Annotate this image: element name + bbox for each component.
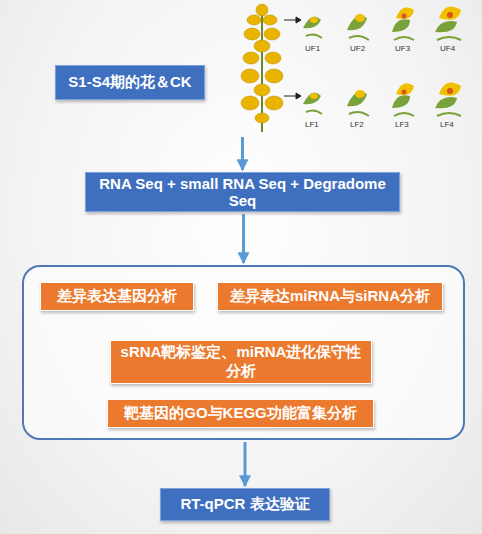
node-text: sRNA靶标鉴定、miRNA进化保守性分析: [111, 341, 371, 383]
pointer-arrows: [284, 17, 301, 99]
process-box: 差异表达基因分析: [40, 282, 194, 311]
stage-label: LF4: [440, 120, 454, 129]
validation-box: RT-qPCR 表达验证: [160, 488, 330, 521]
node-text: S1-S4期的花＆CK: [64, 71, 195, 94]
node-text: 差异表达miRNA与siRNA分析: [226, 285, 434, 308]
flower-stages: [303, 6, 461, 116]
node-text: 靶基因的GO与KEGG功能富集分析: [120, 402, 361, 425]
sample-box: S1-S4期的花＆CK: [55, 65, 205, 100]
stage-label: UF1: [305, 44, 320, 53]
flow-arrow: [241, 137, 244, 170]
process-box: sRNA靶标鉴定、miRNA进化保守性分析: [110, 340, 372, 384]
stage-label: UF4: [440, 44, 455, 53]
process-box: 差异表达miRNA与siRNA分析: [217, 282, 443, 311]
node-text: 差异表达基因分析: [53, 285, 181, 308]
flower-spike: [241, 4, 283, 132]
stage-label: LF3: [395, 120, 409, 129]
flow-arrow: [242, 214, 245, 263]
stage-label: UF2: [350, 44, 365, 53]
stage-label: LF1: [305, 120, 319, 129]
stage-label: UF3: [395, 44, 410, 53]
sequencing-box: RNA Seq + small RNA Seq + Degradome Seq: [85, 172, 400, 212]
node-text: RT-qPCR 表达验证: [176, 493, 313, 516]
node-text: RNA Seq + small RNA Seq + Degradome Seq: [86, 173, 399, 211]
analysis-group: 差异表达基因分析 差异表达miRNA与siRNA分析 sRNA靶标鉴定、miRNA进…: [22, 265, 465, 440]
flow-arrow: [244, 442, 247, 486]
stage-label: LF2: [350, 120, 364, 129]
process-box: 靶基因的GO与KEGG功能富集分析: [107, 399, 374, 428]
